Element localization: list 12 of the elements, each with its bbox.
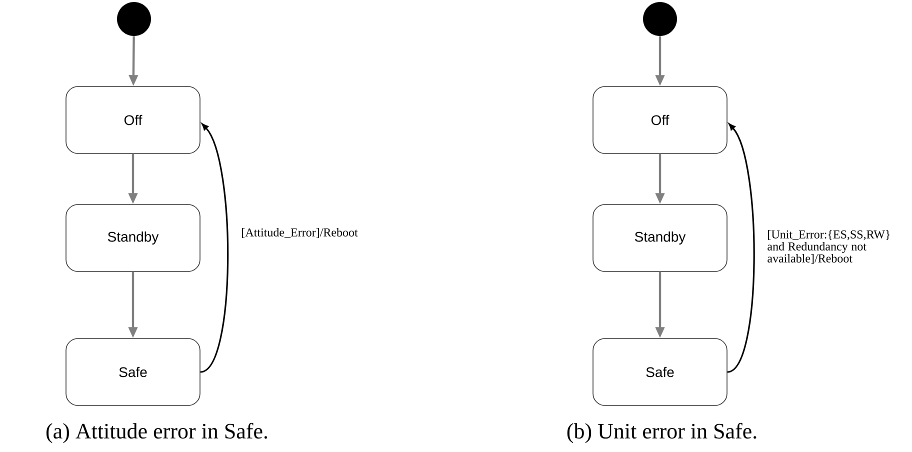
state-box: Standby	[66, 204, 200, 272]
arrow	[727, 124, 755, 373]
edge-label: [Unit_Error:{ES,SS,RW} and Redundancy not available]/Reboot	[768, 230, 890, 264]
state-box: Standby	[592, 204, 728, 272]
arrow	[200, 124, 229, 373]
state-box: Safe	[66, 338, 200, 406]
initial-state	[643, 2, 677, 36]
state-box: Off	[592, 86, 728, 154]
initial-state	[117, 2, 151, 36]
state-box: Off	[66, 86, 200, 154]
edge-label: [Attitude_Error]/Reboot	[242, 228, 358, 238]
state-box: Safe	[592, 338, 728, 406]
